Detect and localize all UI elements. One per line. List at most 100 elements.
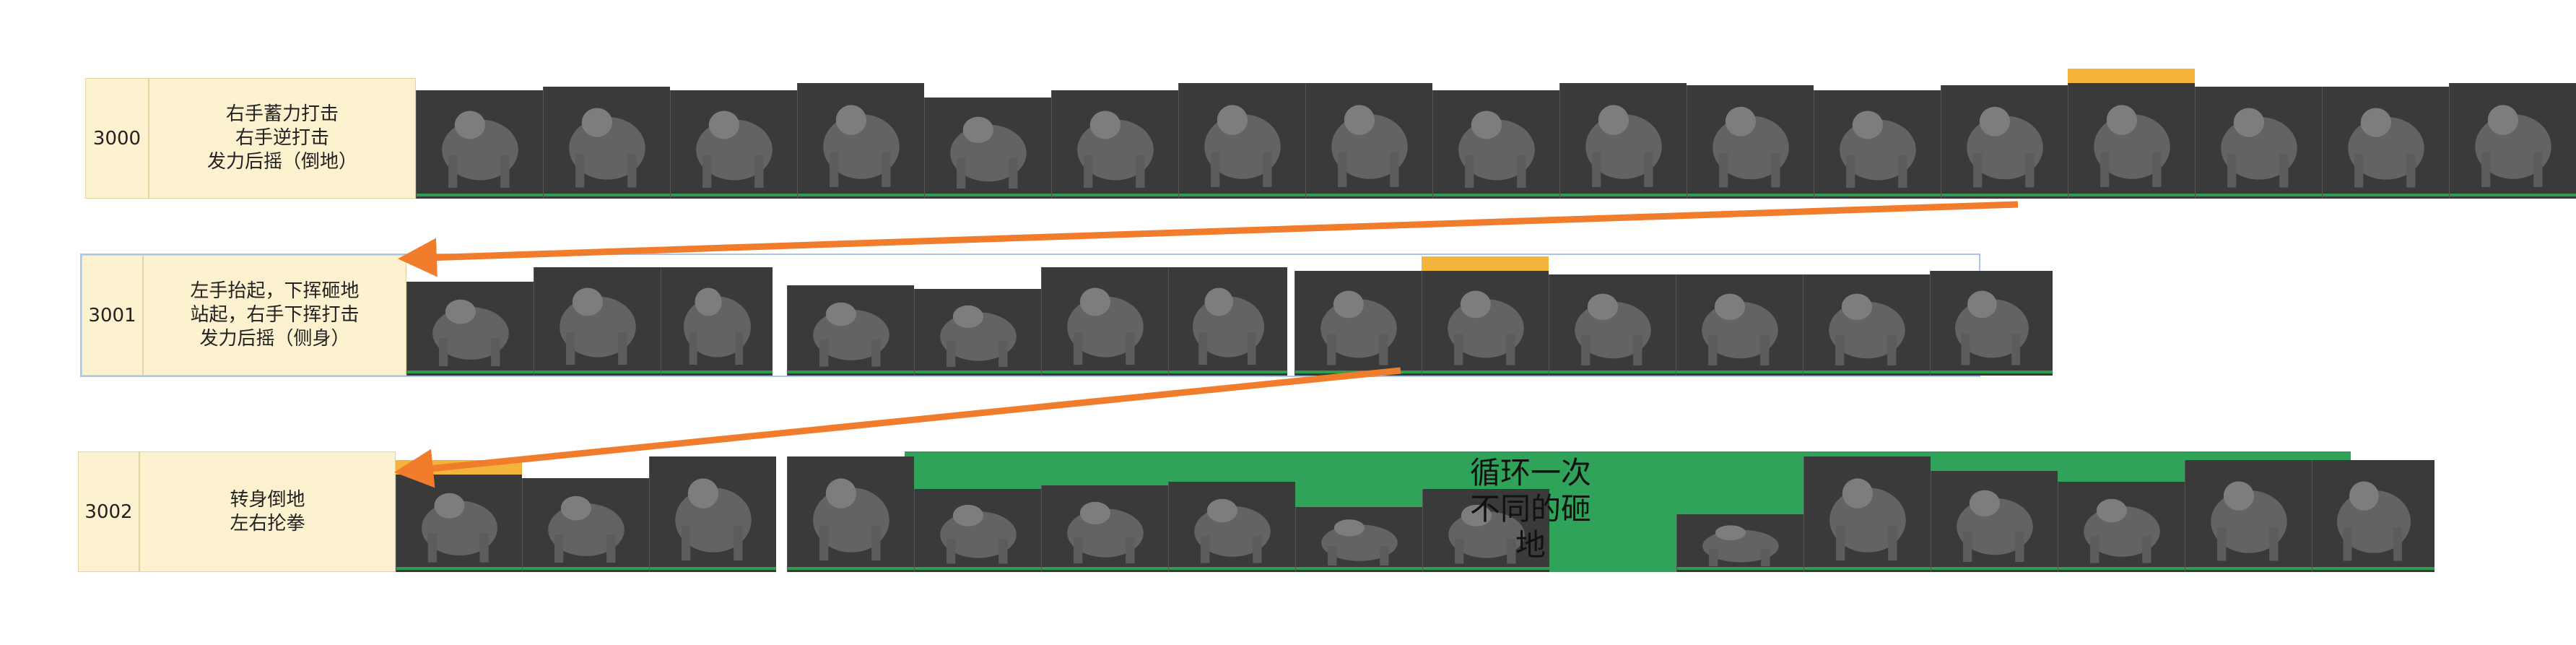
creature-pose-icon — [1448, 290, 1524, 365]
creature-pose-icon — [813, 478, 889, 560]
animation-frame — [396, 475, 522, 572]
creature-pose-icon — [1458, 111, 1535, 188]
row-id: 3000 — [85, 78, 149, 199]
animation-frame — [787, 285, 914, 376]
creature-pose-icon — [940, 305, 1017, 367]
animation-frame — [1422, 489, 1549, 572]
creature-pose-icon — [1448, 504, 1525, 564]
creature-pose-icon — [1067, 287, 1144, 365]
animation-frame — [1422, 271, 1549, 376]
animation-frame — [1168, 267, 1287, 376]
creature-pose-icon — [684, 287, 751, 365]
creature-pose-icon — [950, 116, 1027, 189]
row-description: 右手蓄力打击 右手逆打击 发力后摇（倒地） — [149, 78, 416, 199]
animation-frame — [1294, 271, 1422, 376]
animation-frame — [1041, 485, 1168, 572]
animation-row-3000: 3000 右手蓄力打击 右手逆打击 发力后摇（倒地） — [85, 69, 2576, 199]
animation-frame — [2322, 87, 2449, 199]
animation-frame — [797, 83, 924, 199]
creature-pose-icon — [1967, 106, 2043, 188]
row-description: 转身倒地 左右抡拳 — [139, 451, 396, 572]
creature-pose-icon — [432, 299, 509, 366]
animation-frame — [914, 489, 1041, 572]
creature-pose-icon — [2337, 481, 2411, 561]
creature-pose-icon — [1955, 290, 2029, 365]
animation-frame — [1941, 85, 2068, 199]
creature-pose-icon — [1320, 290, 1397, 365]
creature-pose-icon — [1840, 111, 1916, 188]
animation-frame — [522, 478, 649, 572]
animation-row-3001: 3001 左手抬起，下挥砸地 站起，右手下挥打击 发力后摇（侧身） — [80, 254, 2053, 377]
creature-pose-icon — [1829, 293, 1905, 365]
animation-frame — [1687, 85, 1814, 199]
animation-frame — [416, 90, 543, 199]
creature-pose-icon — [2211, 481, 2287, 561]
creature-pose-icon — [1194, 498, 1271, 563]
animation-frame — [2068, 83, 2195, 199]
animation-frame — [2195, 87, 2322, 199]
animation-frame — [1178, 83, 1305, 199]
animation-frame — [787, 456, 914, 572]
creature-pose-icon — [2221, 108, 2297, 188]
transition-arrow-3001-to-3002 — [394, 367, 1401, 488]
creature-pose-icon — [1713, 106, 1789, 188]
animation-frame — [914, 289, 1041, 376]
creature-pose-icon — [823, 105, 900, 187]
animation-frame — [1549, 274, 1676, 376]
creature-pose-icon — [675, 478, 752, 560]
creature-pose-icon — [1331, 105, 1408, 187]
creature-pose-icon — [1575, 293, 1651, 365]
animation-frame — [2312, 460, 2434, 572]
animation-frame — [2058, 482, 2185, 572]
animation-frame — [661, 267, 773, 376]
creature-pose-icon — [1957, 490, 2033, 562]
animation-frame — [1814, 90, 1941, 199]
animation-frame — [543, 87, 670, 199]
description-line: 左手抬起，下挥砸地 — [190, 280, 360, 302]
description-line: 左右抡拳 — [230, 512, 305, 534]
creature-pose-icon — [1321, 519, 1398, 566]
annotation-line: 不同的砸 — [1469, 491, 1591, 527]
frame-strip — [396, 451, 2434, 572]
creature-pose-icon — [422, 493, 497, 563]
animation-frame — [1041, 267, 1168, 376]
creature-pose-icon — [2475, 105, 2551, 187]
creature-pose-icon — [2084, 498, 2160, 563]
annotation-line: 地 — [1515, 527, 1546, 563]
creature-pose-icon — [1077, 111, 1154, 188]
animation-frame — [924, 98, 1051, 199]
creature-pose-icon — [1204, 105, 1281, 187]
animation-frame — [1931, 471, 2058, 572]
description-line: 发力后摇（侧身） — [199, 328, 350, 350]
creature-pose-icon — [940, 504, 1017, 564]
frame-strip — [406, 255, 2053, 376]
creature-pose-icon — [813, 302, 889, 367]
row-description: 左手抬起，下挥砸地 站起，右手下挥打击 发力后摇（侧身） — [143, 255, 406, 376]
creature-pose-icon — [1829, 478, 1906, 560]
animation-frame — [1803, 274, 1930, 376]
creature-pose-icon — [1702, 293, 1778, 365]
keyframe-marker — [1422, 256, 1549, 271]
description-line: 右手逆打击 — [235, 127, 329, 149]
creature-pose-icon — [442, 111, 518, 188]
keyframe-marker — [2068, 69, 2195, 83]
frame-strip — [416, 69, 2576, 199]
description-line: 发力后摇（倒地） — [206, 151, 357, 173]
animation-frame — [1305, 83, 1432, 199]
creature-pose-icon — [2094, 105, 2170, 187]
animation-frame — [670, 90, 797, 199]
animation-frame — [1295, 507, 1422, 572]
description-line: 转身倒地 — [230, 488, 305, 511]
animation-frame — [1803, 456, 1931, 572]
animation-frame — [2185, 460, 2312, 572]
creature-pose-icon — [569, 108, 645, 188]
animation-frame — [1559, 83, 1687, 199]
creature-pose-icon — [696, 111, 773, 188]
annotation-line: 循环一次 — [1469, 455, 1591, 490]
animation-frame — [649, 456, 776, 572]
creature-pose-icon — [548, 495, 625, 563]
creature-pose-icon — [560, 287, 636, 365]
animation-frame — [406, 282, 534, 376]
animation-frame — [1930, 271, 2053, 376]
